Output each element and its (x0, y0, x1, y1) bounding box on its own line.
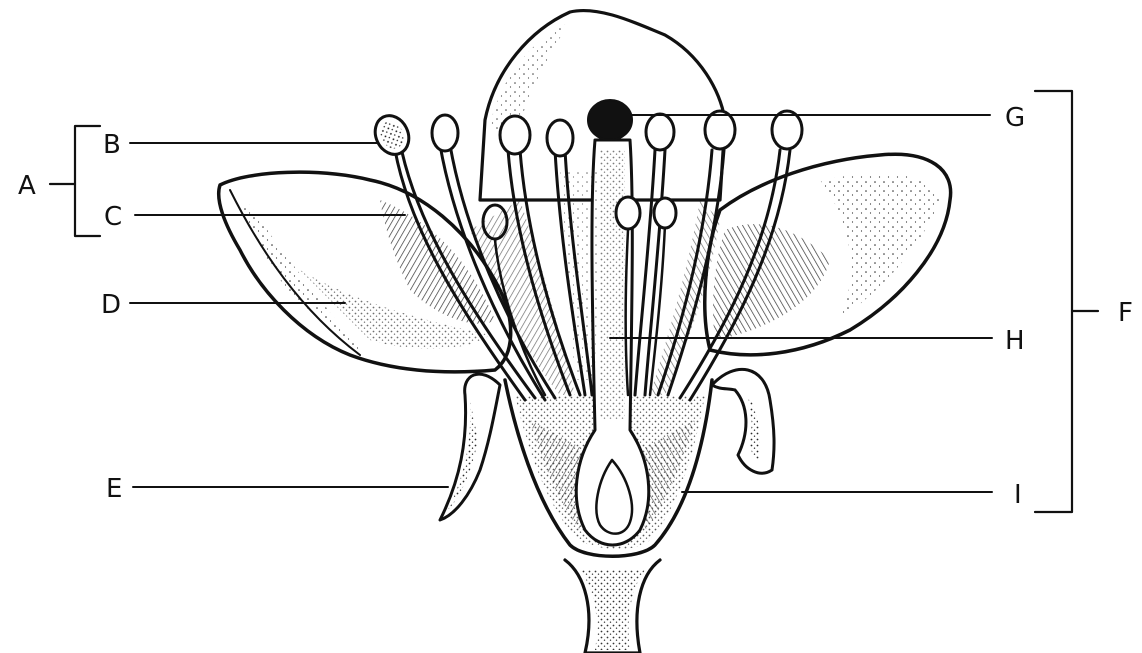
anther-5 (646, 114, 674, 150)
label-e: E (106, 474, 122, 504)
label-h: H (1005, 326, 1025, 356)
anther-1 (369, 110, 415, 160)
anther-3 (500, 116, 530, 154)
left-sepal (440, 374, 500, 520)
label-d: D (101, 290, 121, 320)
label-f: F (1118, 298, 1133, 328)
label-c: C (104, 202, 122, 232)
label-g: G (1005, 103, 1025, 133)
anther-2 (432, 115, 458, 151)
anther-7 (772, 111, 802, 149)
right-sepal (712, 369, 774, 473)
anther-4 (547, 120, 573, 156)
label-a: A (18, 171, 36, 201)
label-b: B (103, 130, 121, 160)
anther-10 (654, 198, 676, 228)
anther-6 (705, 111, 735, 149)
right-petal (705, 154, 951, 355)
stigma (588, 100, 632, 140)
left-petal (219, 172, 511, 372)
label-i: I (1014, 480, 1022, 510)
stem (565, 560, 660, 653)
anther-9 (616, 197, 640, 229)
